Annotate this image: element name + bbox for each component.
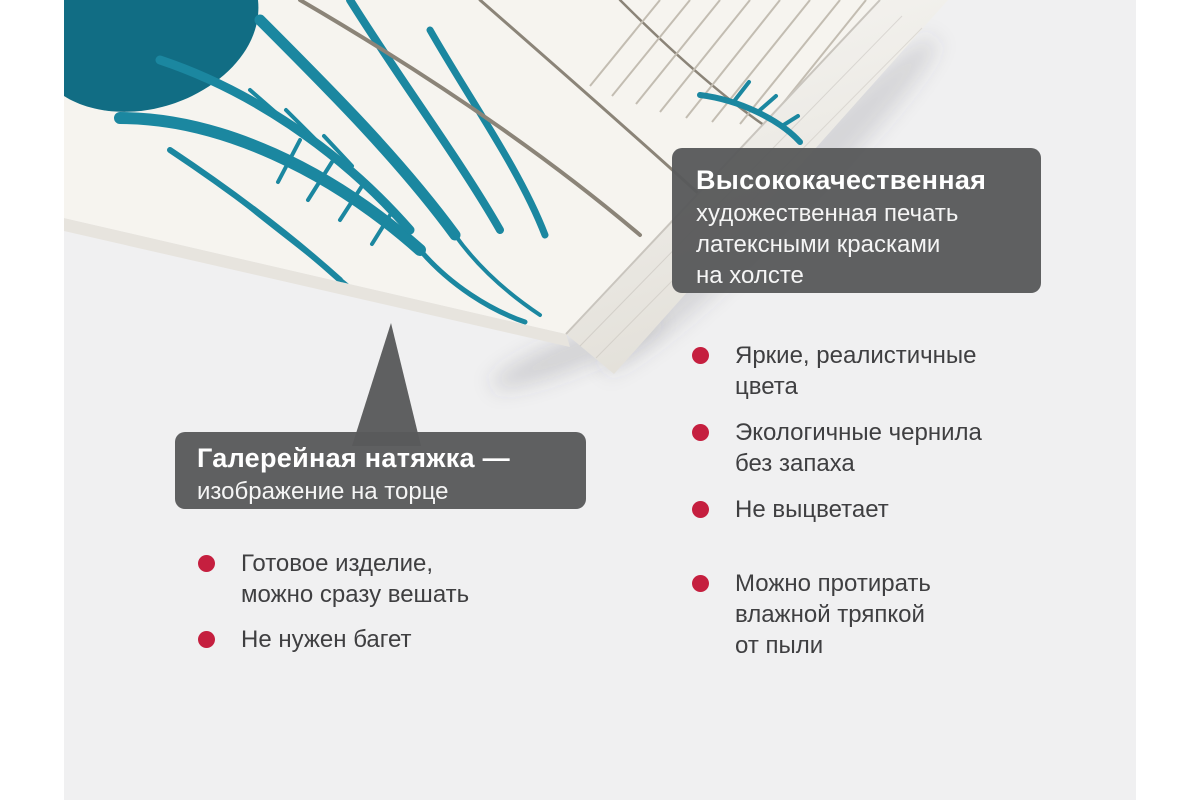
canvas-artwork <box>64 0 867 325</box>
feature-line: Можно протирать <box>735 570 931 597</box>
bullet-dot-icon <box>692 501 709 518</box>
callout-gallery-stretch: Галерейная натяжка — изображение на торц… <box>175 432 586 509</box>
feature-line: Готовое изделие, <box>241 550 433 577</box>
edge-artwork <box>697 80 803 145</box>
feature-item: Не выцветает <box>692 494 982 525</box>
feature-line: Яркие, реалистичные <box>735 342 977 369</box>
callout-tail <box>352 323 421 446</box>
bullet-dot-icon <box>198 631 215 648</box>
callout-print-line: на холсте <box>696 262 804 289</box>
feature-item: Не нужен багет <box>198 624 469 655</box>
canvas-left-edge <box>64 218 570 347</box>
callout-print-line: латексными красками <box>696 231 941 258</box>
features-left-list: Готовое изделие, можно сразу вешать Не н… <box>198 548 469 655</box>
feature-item: Яркие, реалистичные цвета <box>692 340 982 402</box>
feature-line: Не нужен багет <box>241 626 412 653</box>
feature-line: можно сразу вешать <box>241 581 470 608</box>
callout-print-line: художественная печать <box>696 200 959 227</box>
callout-print-title: Высококачественная <box>696 165 987 195</box>
feature-line: от пыли <box>735 632 824 659</box>
feature-item: Экологичные чернила без запаха <box>692 417 982 479</box>
bullet-dot-icon <box>198 555 215 572</box>
feature-line: влажной тряпкой <box>735 601 925 628</box>
bullet-dot-icon <box>692 424 709 441</box>
features-right-list: Яркие, реалистичные цвета Экологичные че… <box>692 340 982 661</box>
pencil-hatching <box>589 0 867 125</box>
feature-item: Можно протирать влажной тряпкой от пыли <box>692 568 982 661</box>
bullet-dot-icon <box>692 575 709 592</box>
feature-line: цвета <box>735 373 798 400</box>
feature-line: Экологичные чернила <box>735 419 982 446</box>
feature-item: Готовое изделие, можно сразу вешать <box>198 548 469 610</box>
callout-stretch-title: Галерейная натяжка — <box>197 443 510 473</box>
callout-stretch-line: изображение на торце <box>197 478 449 505</box>
callout-print-quality: Высококачественная художественная печать… <box>672 148 1041 293</box>
bullet-dot-icon <box>692 347 709 364</box>
feature-line: Не выцветает <box>735 496 889 523</box>
feature-line: без запаха <box>735 450 855 477</box>
